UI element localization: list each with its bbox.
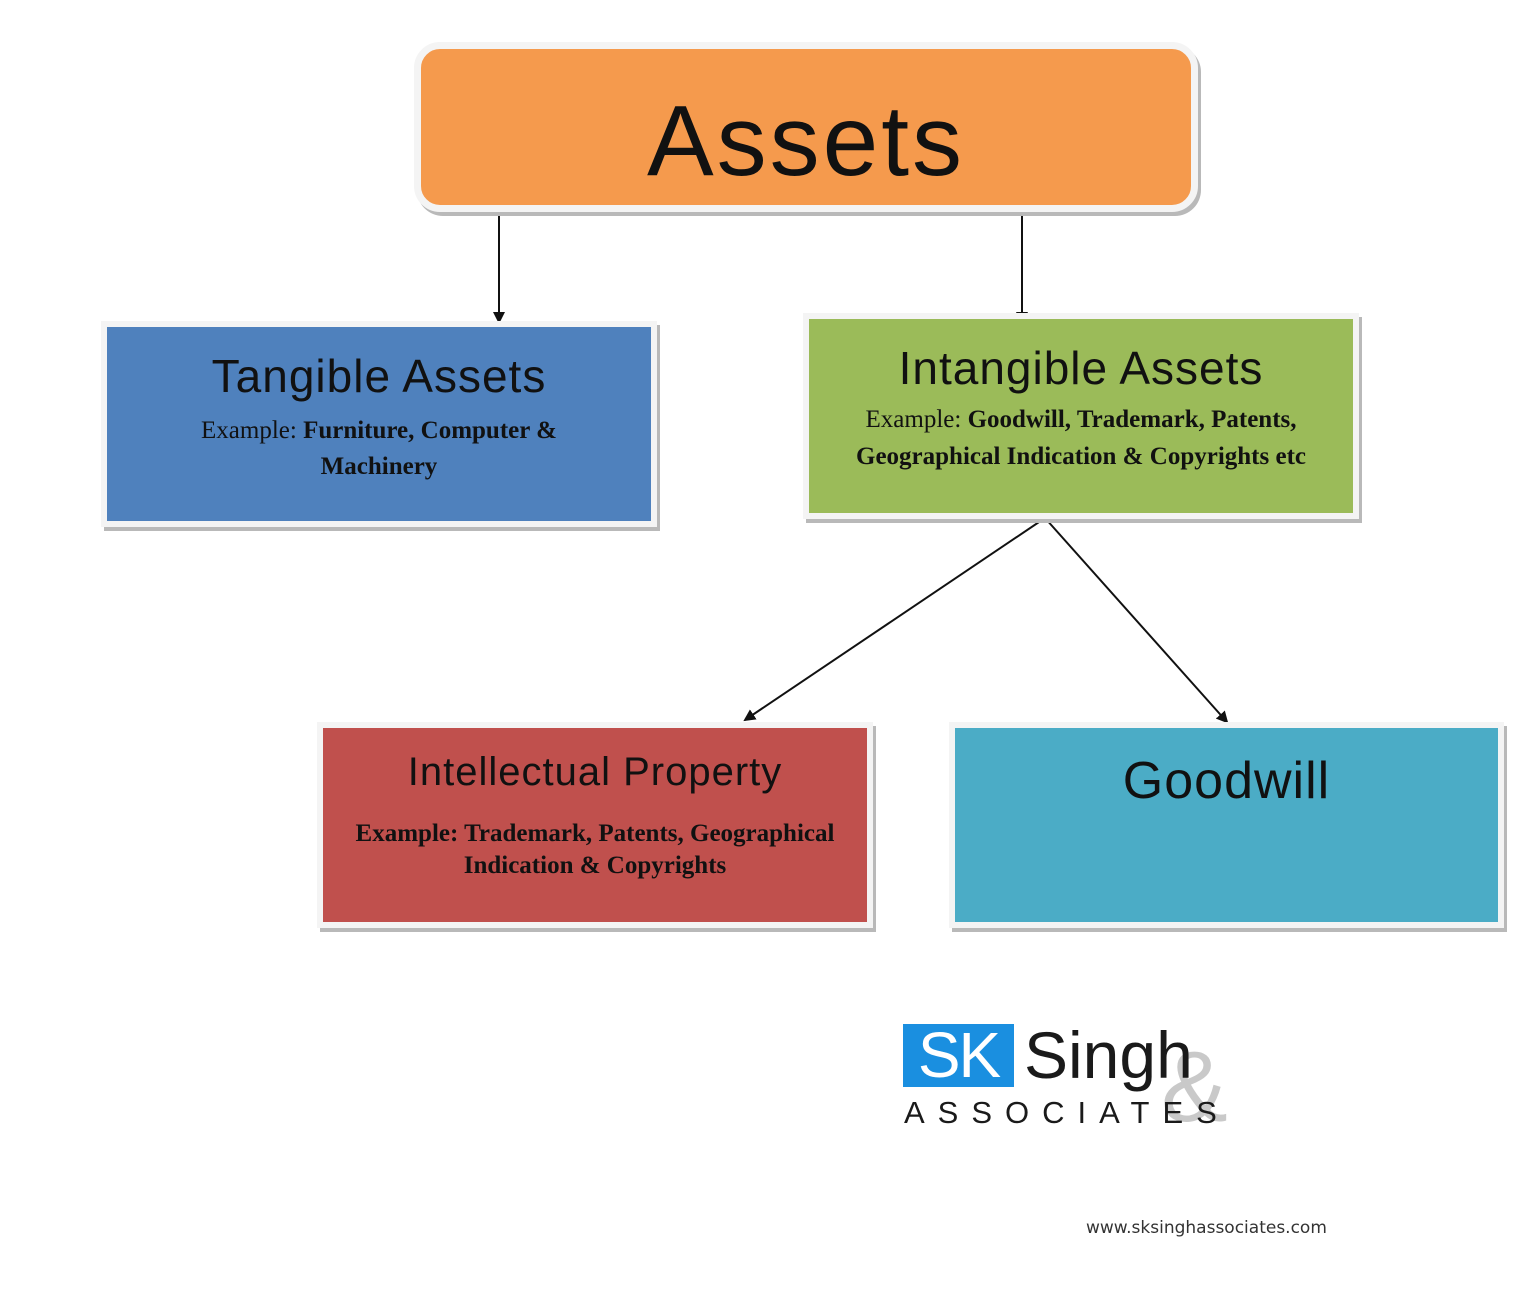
node-goodwill-title: Goodwill: [1122, 752, 1331, 810]
node-tangible-assets-example: Example: Furniture, Computer & Machinery: [167, 413, 591, 485]
node-intangible-assets-title: Intangible Assets: [898, 342, 1264, 394]
node-tangible-assets-title: Tangible Assets: [211, 350, 547, 402]
node-intangible-assets: Intangible Assets Example: Goodwill, Tra…: [803, 313, 1359, 519]
node-assets: Assets: [414, 42, 1198, 212]
node-assets-title: Assets: [646, 85, 966, 197]
node-intellectual-property-example: Example: Trademark, Patents, Geographica…: [353, 818, 837, 882]
example-prefix: Example:: [201, 417, 304, 444]
example-items: Goodwill, Trademark, Patents, Geographic…: [856, 406, 1306, 470]
node-intellectual-property: Intellectual Property Example: Trademark…: [317, 722, 873, 928]
arrow-intangible-to-goodwill: [1044, 517, 1229, 724]
example-items: Furniture, Computer & Machinery: [303, 417, 557, 480]
logo-sk-mark: SK: [903, 1023, 1014, 1087]
website-url: www.sksinghassociates.com: [1086, 1218, 1327, 1238]
node-goodwill: Goodwill: [949, 722, 1504, 928]
logo-associates-text: ASSOCIATES: [904, 1095, 1230, 1130]
node-tangible-assets: Tangible Assets Example: Furniture, Comp…: [101, 321, 657, 527]
company-logo: SK & Singh ASSOCIATES: [903, 1020, 1248, 1142]
logo-ampersand: &: [1161, 1031, 1228, 1143]
arrow-intangible-to-ip: [743, 517, 1046, 722]
example-prefix: Example:: [865, 406, 968, 433]
node-intellectual-property-title: Intellectual Property: [407, 750, 783, 794]
node-intangible-assets-example: Example: Goodwill, Trademark, Patents, G…: [831, 401, 1331, 475]
logo-singh-text: Singh: [1024, 1018, 1193, 1092]
example-items: Example: Trademark, Patents, Geographica…: [355, 820, 835, 879]
